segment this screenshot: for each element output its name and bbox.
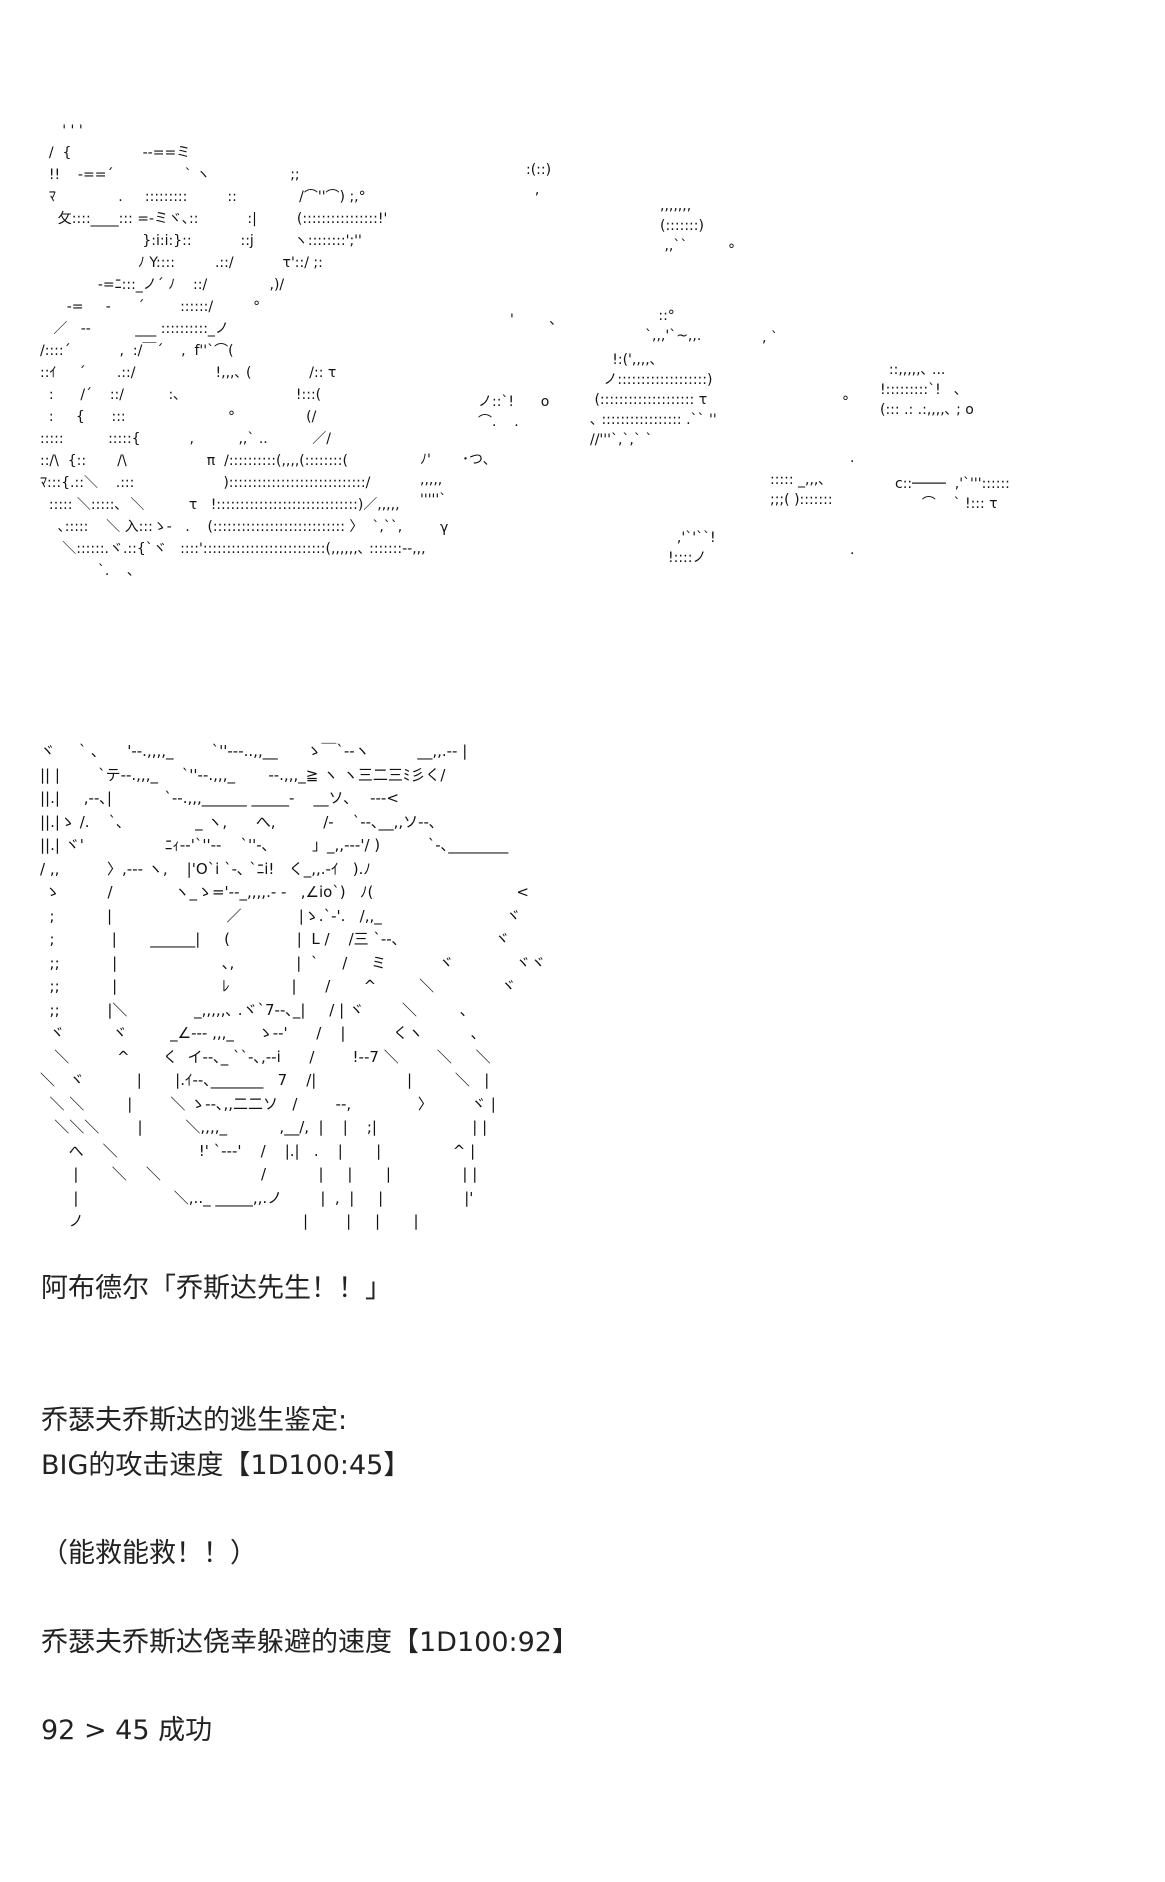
attack-speed-roll: BIG的攻击速度【1D100:45】 xyxy=(41,1450,411,1481)
ascii-art-fragment: ' ､ xyxy=(510,312,557,328)
ascii-art-fragment: ::::: _,,,､ ;;;( )::::::: xyxy=(770,472,833,508)
ascii-art-fragment: !:(',,,,､ ノ:::::::::::::::::::) (:::::::… xyxy=(590,352,717,448)
ascii-art-fragment: ,'`'``! !::::ノ xyxy=(668,530,716,566)
ascii-art-fragment: :(::) , xyxy=(526,162,552,198)
ascii-art-top-main: ' ' ' / { ‐‐==ミ !! ‐==´ ` ヽ ;; ﾏ . :::::… xyxy=(40,123,426,579)
ascii-art-fragment: c::──── ,'`''':::::: ⌒ ` !::: τ xyxy=(895,476,1010,512)
ascii-art-fragment: . xyxy=(850,542,855,558)
ascii-art-fragment: ::,,,,,､ ... !:::::::::`! ､ (::: .: .:,,… xyxy=(880,362,974,418)
ascii-art-fragment: , ` xyxy=(762,330,778,346)
ascii-art-fragment: ノ::`! o ⌒. . xyxy=(478,394,550,430)
result-text: 92 > 45 成功 xyxy=(41,1715,213,1746)
ascii-art-fragment: ° xyxy=(842,394,849,410)
ascii-art-face: ヾ ` ､ '‐‐.,,,,_ `''‐‐‐..,,__ ゝ￣`‐‐ヽ __,,… xyxy=(40,742,546,1230)
dodge-speed-roll: 乔瑟夫乔斯达侥幸躲避的速度【1D100:92】 xyxy=(41,1627,579,1658)
ascii-art-fragment: ° xyxy=(728,242,735,258)
ascii-art-fragment: . xyxy=(850,450,855,466)
ascii-art-fragment: ,,,,,,, (:::::::) ,,`` xyxy=(660,198,704,254)
check-title: 乔瑟夫乔斯达的逃生鉴定: xyxy=(41,1405,348,1436)
dialogue-line: 阿布德尔「乔斯达先生！！」 xyxy=(41,1273,392,1304)
aside-text: （能救能救！！） xyxy=(41,1538,257,1569)
ascii-art-fragment: ﾉ' ･つ､ ,,,,, '''''` xyxy=(420,452,490,508)
ascii-art-fragment: ::° `,,,'`~,,. xyxy=(645,308,702,344)
ascii-art-fragment: γ xyxy=(440,520,449,536)
